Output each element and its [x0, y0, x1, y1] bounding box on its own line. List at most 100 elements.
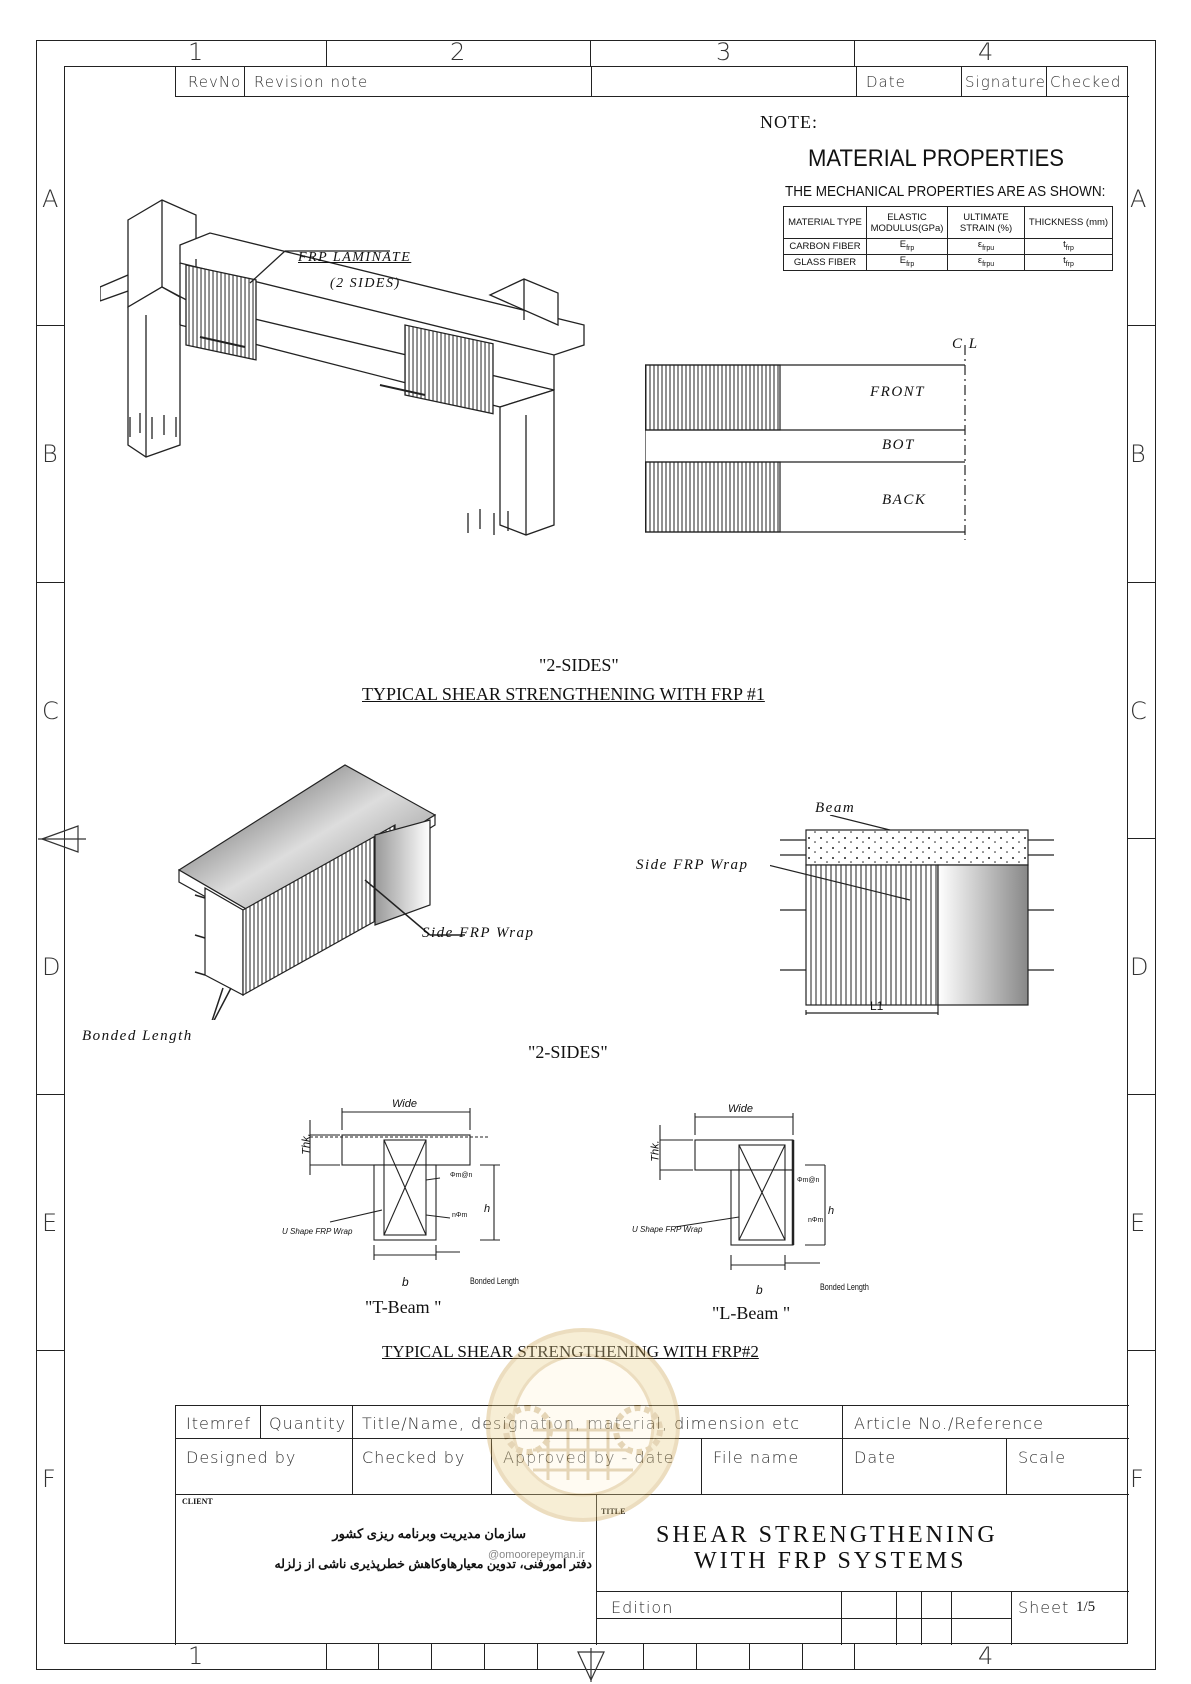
table-cell: tfrp — [1024, 238, 1113, 255]
beam-label: Beam — [815, 800, 856, 816]
bonded-length-label: Bonded Length — [820, 1282, 869, 1292]
sheet-number: 1/5 — [1076, 1599, 1096, 1615]
zone-label-left: F — [42, 1465, 56, 1493]
client-line-2: دفتر امورفنی، تدوین معیارهاوکاهش خطرپذیر… — [274, 1557, 592, 1571]
zone-label-left: B — [42, 440, 58, 468]
quantity-header: Quantity — [269, 1414, 347, 1433]
zone-tick — [36, 1094, 64, 1095]
bot-label: BOT — [882, 437, 915, 453]
l-beam-section-drawing — [659, 1113, 826, 1270]
zone-label-bottom: 4 — [978, 1642, 994, 1670]
zone-label-left: C — [42, 697, 59, 725]
signature-header: Signature — [965, 73, 1046, 91]
material-properties-table: MATERIAL TYPE ELASTIC MODULUS(GPa) ULTIM… — [783, 206, 1113, 271]
zone-label-right: D — [1130, 953, 1149, 981]
beam-elevation-drawing — [770, 815, 1054, 1015]
checked-header: Checked — [1050, 73, 1122, 91]
table-cell: Efrp — [866, 253, 948, 271]
side-frp-wrap-label-right: Side FRP Wrap — [636, 857, 749, 873]
title-block: Itemref Quantity Title/Name, designation… — [175, 1405, 1129, 1645]
u-shape-frp-label: U Shape FRP Wrap — [632, 1225, 703, 1234]
table-cell: CARBON FIBER — [783, 238, 867, 255]
back-label: BACK — [882, 492, 927, 508]
client-line-1: سازمان مدیریت وبرنامه ریزی کشور — [332, 1526, 526, 1541]
zone-tick — [1128, 582, 1156, 583]
l-beam-caption: "L-Beam " — [712, 1303, 791, 1323]
zone-divider — [326, 40, 327, 66]
revision-note-header: Revision note — [254, 73, 369, 91]
file-name-label: File name — [713, 1448, 800, 1467]
stirrup-spacing-label: Φm@n — [797, 1177, 820, 1184]
wide-label: Wide — [728, 1103, 753, 1115]
table-cell: Efrp — [866, 238, 948, 255]
t-beam-section-drawing — [309, 1108, 500, 1260]
rev-no-header: RevNo — [188, 73, 242, 91]
note-label: NOTE: — [760, 112, 818, 132]
frp-elevation-drawing — [645, 345, 966, 540]
u-shape-frp-label: U Shape FRP Wrap — [282, 1227, 353, 1236]
material-properties-title: MATERIAL PROPERTIES — [808, 145, 1065, 172]
rebar-label: nΦm — [452, 1212, 468, 1219]
b-label: b — [756, 1283, 763, 1297]
table-cell: GLASS FIBER — [783, 253, 867, 271]
zone-tick — [1128, 1094, 1156, 1095]
table-header: THICKNESS (mm) — [1024, 206, 1113, 239]
zone-divider — [854, 40, 855, 66]
stirrup-spacing-label: Φm@n — [450, 1172, 473, 1179]
date-label: Date — [854, 1448, 897, 1467]
zone-label-right: A — [1130, 185, 1147, 213]
two-sides-label: (2 SIDES) — [330, 276, 401, 291]
caption-subtitle: "2-SIDES" — [528, 1042, 608, 1062]
caption-subtitle: "2-SIDES" — [539, 655, 619, 675]
table-row: CARBON FIBER Efrp εfrpu tfrp — [783, 238, 1113, 255]
frame-isometric-drawing — [100, 199, 585, 536]
revision-header: RevNo Revision note Date Signature Check… — [175, 66, 1129, 97]
thk-label: Thk. — [649, 1140, 662, 1162]
l1-dimension-label: L1 — [870, 999, 884, 1013]
h-label: h — [828, 1205, 835, 1217]
sheet-label: Sheet — [1018, 1598, 1070, 1617]
client-label: CLIENT — [182, 1497, 213, 1506]
table-cell: εfrpu — [947, 253, 1025, 271]
bonded-length-label: Bonded Length — [470, 1276, 519, 1286]
centering-arrow-icon — [577, 1648, 605, 1682]
edition-label: Edition — [611, 1598, 674, 1617]
zone-label-top: 3 — [716, 38, 732, 66]
b-label: b — [402, 1275, 409, 1289]
zone-label-left: E — [42, 1209, 58, 1237]
center-line-label: C L — [952, 336, 979, 352]
zone-label-right: E — [1130, 1209, 1146, 1237]
zone-label-right: B — [1130, 440, 1146, 468]
watermark-seal-icon — [486, 1328, 680, 1522]
drawing-title-line-1: SHEAR STRENGTHENING — [656, 1522, 998, 1548]
drawing-title-line-2: WITH FRP SYSTEMS — [694, 1548, 967, 1574]
scale-label: Scale — [1018, 1448, 1067, 1467]
table-cell: εfrpu — [947, 238, 1025, 255]
designed-by-label: Designed by — [186, 1448, 297, 1467]
watermark-url: @omoorepeyman.ir — [488, 1549, 585, 1561]
table-header: ULTIMATE STRAIN (%) — [947, 206, 1025, 239]
front-label: FRONT — [870, 384, 926, 400]
side-frp-wrap-label-left: Side FRP Wrap — [422, 925, 535, 941]
bonded-length-label: Bonded Length — [82, 1028, 193, 1044]
bottom-zone-strip — [326, 1644, 856, 1670]
zone-tick — [1128, 838, 1156, 839]
date-header: Date — [866, 73, 906, 91]
beam-isometric-drawing — [177, 764, 465, 1020]
zone-tick — [36, 582, 64, 583]
article-no-header: Article No./Reference — [854, 1414, 1044, 1433]
material-properties-subtitle: THE MECHANICAL PROPERTIES ARE AS SHOWN: — [785, 183, 1106, 200]
zone-label-bottom: 1 — [188, 1642, 204, 1670]
zone-tick — [1128, 325, 1156, 326]
title-name-header: Title/Name, designation, material, dimen… — [362, 1414, 801, 1433]
itemref-header: Itemref — [186, 1414, 252, 1433]
zone-tick — [36, 325, 64, 326]
zone-divider — [590, 40, 591, 66]
zone-label-right: C — [1130, 697, 1147, 725]
zone-label-left: D — [42, 953, 61, 981]
zone-tick — [36, 1350, 64, 1351]
frp-laminate-label: FRP LAMINATE — [298, 250, 412, 265]
table-header: MATERIAL TYPE — [783, 206, 867, 239]
zone-tick — [1128, 1350, 1156, 1351]
zone-label-right: F — [1130, 1465, 1144, 1493]
